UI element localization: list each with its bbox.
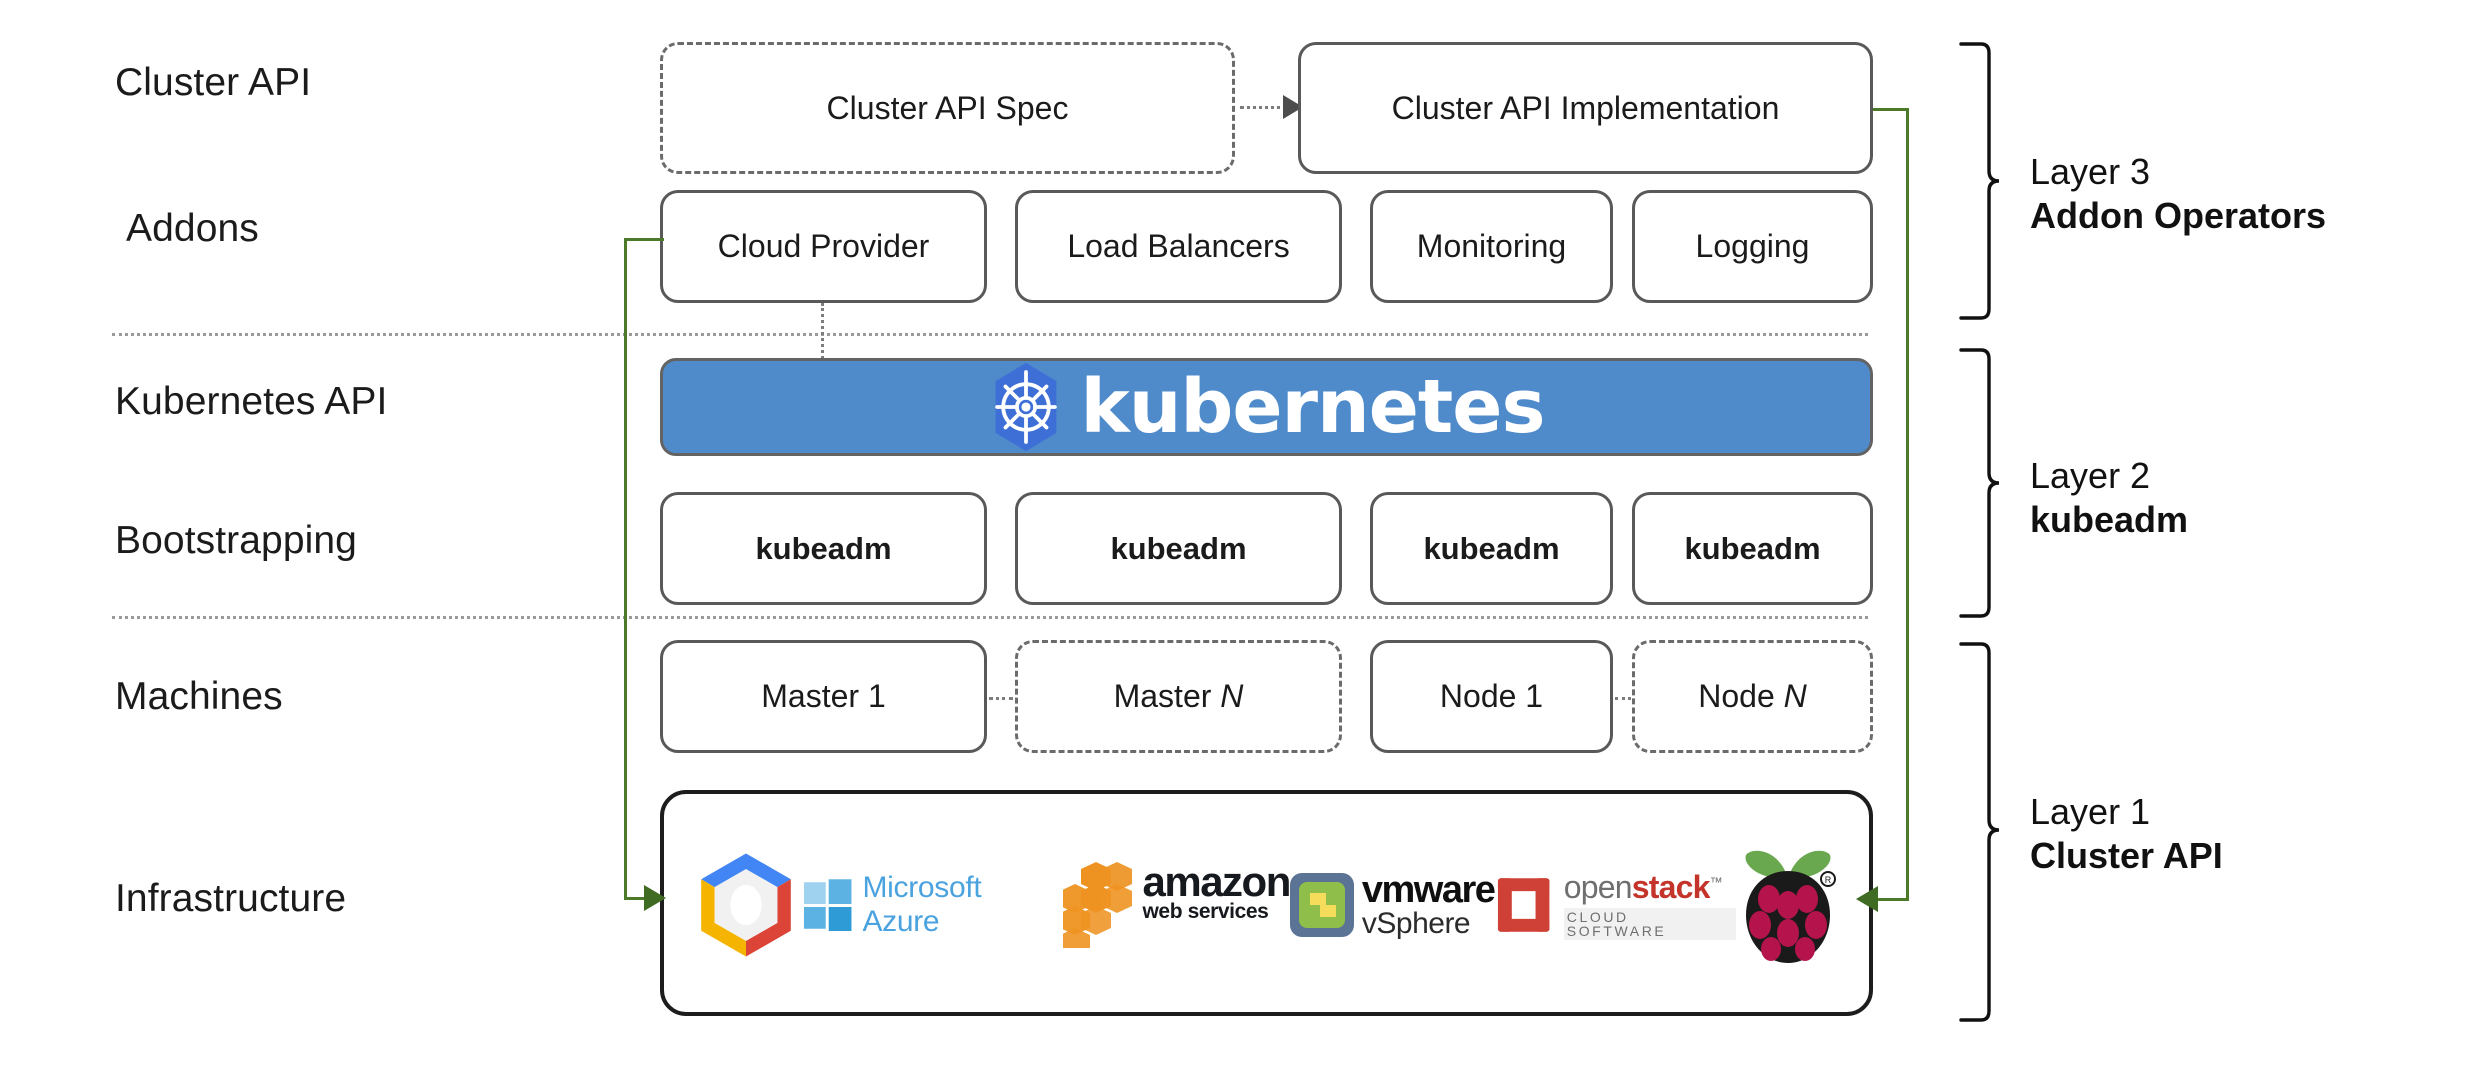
openstack-wordmark-open: open (1563, 868, 1633, 905)
layer-name: Addon Operators (2030, 194, 2327, 236)
box-label: kubeadm (1110, 530, 1247, 566)
openstack-tagline: CLOUD SOFTWARE (1563, 907, 1736, 940)
connector-master1-to-mastern (989, 697, 1013, 700)
row-label-bootstrapping: Bootstrapping (115, 519, 357, 562)
layer-number: Layer 1 (2030, 791, 2151, 832)
openstack-logo: openstack™ CLOUD SOFTWARE (1494, 871, 1736, 940)
kubernetes-wordmark: kubernetes (1080, 364, 1545, 450)
box-label: kubeadm (755, 530, 892, 566)
green-line-into-infrastructure-right (1873, 898, 1909, 901)
box-master-n[interactable]: Master N (1015, 640, 1342, 753)
arrow-head-into-infrastructure-left (644, 885, 666, 911)
green-line-cloudprovider-out (624, 238, 664, 241)
row-label-cluster-api: Cluster API (115, 61, 312, 104)
layer-label-2: Layer 2 kubeadm (2030, 454, 2188, 542)
connector-cloud-provider-to-kubernetes (821, 303, 824, 365)
connector-spec-to-implementation (1240, 106, 1300, 109)
layer-number: Layer 2 (2030, 455, 2151, 496)
row-label-infrastructure: Infrastructure (115, 877, 347, 920)
box-kubeadm-1[interactable]: kubeadm (660, 492, 987, 605)
box-addon-cloud-provider[interactable]: Cloud Provider (660, 190, 987, 303)
green-line-into-infrastructure-left (624, 897, 660, 900)
box-kubeadm-3[interactable]: kubeadm (1370, 492, 1613, 605)
amazon-web-services-logo: amazon web services (1062, 858, 1292, 948)
vmware-vsphere-logo: vmware vSphere (1289, 869, 1496, 940)
box-label-text: Master (1113, 678, 1221, 714)
green-line-implementation-out (1873, 108, 1909, 111)
box-label: Monitoring (1416, 228, 1567, 264)
box-label: Node 1 (1439, 678, 1544, 714)
box-label: Logging (1695, 228, 1810, 264)
kubernetes-banner[interactable]: kubernetes (660, 358, 1873, 456)
box-cluster-api-implementation[interactable]: Cluster API Implementation (1298, 42, 1873, 174)
row-label-machines: Machines (115, 675, 283, 718)
box-label: Load Balancers (1067, 228, 1290, 264)
box-kubeadm-4[interactable]: kubeadm (1632, 492, 1873, 605)
box-master-1[interactable]: Master 1 (660, 640, 987, 753)
box-label-index: N (1220, 678, 1244, 714)
infrastructure-logo-strip: Microsoft Azure amazon web services (690, 845, 1840, 965)
vsphere-wordmark: vSphere (1361, 907, 1471, 940)
google-cloud-platform-logo (690, 849, 802, 961)
web-services-wordmark: web services (1142, 899, 1269, 923)
microsoft-azure-wordmark: Microsoft Azure (862, 871, 982, 938)
separator-layer2-layer1 (112, 616, 1868, 619)
box-label: Cloud Provider (717, 228, 930, 264)
row-label-kubernetes-api: Kubernetes API (115, 380, 388, 423)
box-cluster-api-spec[interactable]: Cluster API Spec (660, 42, 1235, 174)
box-addon-monitoring[interactable]: Monitoring (1370, 190, 1613, 303)
box-node-n[interactable]: Node N (1632, 640, 1873, 753)
box-label-index: N (1783, 678, 1807, 714)
row-label-addons: Addons (126, 207, 259, 250)
box-addon-load-balancers[interactable]: Load Balancers (1015, 190, 1342, 303)
box-label: kubeadm (1423, 530, 1560, 566)
box-label: Cluster API Spec (826, 89, 1069, 126)
layer-number: Layer 3 (2030, 151, 2151, 192)
layer-name: kubeadm (2030, 498, 2189, 540)
arrow-head-into-infrastructure-right (1856, 886, 1878, 912)
connector-node1-to-noden (1615, 697, 1631, 700)
layer-label-1: Layer 1 Cluster API (2030, 790, 2223, 878)
box-label: Cluster API Implementation (1391, 89, 1780, 126)
vmware-wordmark: vmware (1361, 869, 1496, 911)
bracket-layer-3 (1959, 42, 2000, 320)
bracket-layer-2 (1959, 348, 2000, 618)
green-line-right-vertical (1906, 108, 1909, 900)
layer-name: Cluster API (2030, 834, 2223, 876)
trademark-icon: ™ (1709, 873, 1723, 889)
box-label: Master N (1114, 678, 1244, 715)
box-label-text: Node (1698, 678, 1784, 714)
bracket-layer-1 (1959, 642, 2000, 1022)
kubernetes-helm-wheel-icon (988, 361, 1064, 453)
openstack-wordmark-stack: stack (1631, 868, 1711, 905)
separator-layer3-layer2 (112, 333, 1868, 336)
box-kubeadm-2[interactable]: kubeadm (1015, 492, 1342, 605)
svg-text:R: R (1825, 875, 1832, 885)
box-addon-logging[interactable]: Logging (1632, 190, 1873, 303)
layer-label-3: Layer 3 Addon Operators (2030, 150, 2326, 238)
raspberry-pi-logo: R (1736, 843, 1840, 967)
green-line-left-vertical (624, 238, 627, 898)
box-label: kubeadm (1684, 530, 1821, 566)
amazon-wordmark: amazon (1142, 858, 1292, 905)
microsoft-azure-logo: Microsoft Azure (802, 871, 1063, 939)
box-label: Master 1 (761, 678, 886, 714)
box-label: Node N (1698, 678, 1807, 715)
box-node-1[interactable]: Node 1 (1370, 640, 1613, 753)
box-infrastructure[interactable] (660, 790, 1873, 1016)
